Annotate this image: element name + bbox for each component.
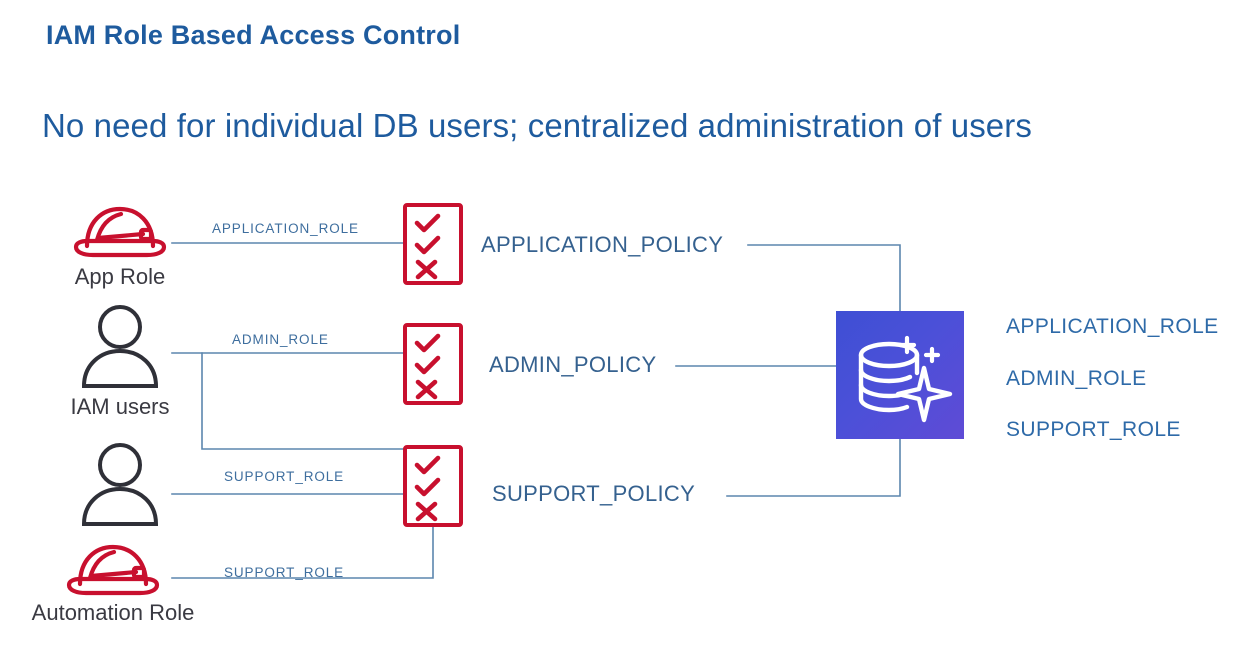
page-title: IAM Role Based Access Control <box>46 20 461 50</box>
actor-label: Automation Role <box>31 600 195 625</box>
granted-role-admin: ADMIN_ROLE <box>1006 367 1147 390</box>
edge-label-support-role-2: SUPPORT_ROLE <box>224 565 345 580</box>
connector-application-policy-to-database <box>747 244 901 312</box>
policy-label-support: SUPPORT_POLICY <box>492 481 696 506</box>
connector-iam-users-branch-to-support-policy <box>201 352 404 450</box>
sparkle-small-icon <box>923 346 941 364</box>
actor-app-role[interactable]: App Role <box>35 200 205 290</box>
actor-label: IAM users <box>70 394 170 419</box>
checklist-marks-icon <box>414 455 441 522</box>
sparkle-large-icon <box>895 365 953 423</box>
checklist-marks-icon <box>414 213 441 280</box>
check-icon <box>414 477 441 497</box>
check-icon <box>414 355 441 375</box>
check-icon <box>414 455 441 475</box>
person-icon <box>81 443 159 526</box>
granted-role-application: APPLICATION_ROLE <box>1006 315 1219 338</box>
actor-support-user[interactable] <box>35 440 205 528</box>
hard-hat-icon <box>66 544 160 596</box>
person-icon <box>81 305 159 388</box>
cross-icon <box>415 379 438 400</box>
policy-label-application: APPLICATION_POLICY <box>481 232 724 257</box>
policy-checklist-support[interactable] <box>403 445 463 527</box>
database-node[interactable] <box>836 311 964 439</box>
sparkle-small-icon <box>897 335 917 355</box>
policy-checklist-application[interactable] <box>403 203 463 285</box>
check-icon <box>414 235 441 255</box>
checklist-marks-icon <box>414 333 441 400</box>
edge-label-support-role-1: SUPPORT_ROLE <box>224 469 345 484</box>
page-subtitle: No need for individual DB users; central… <box>42 107 1032 144</box>
hard-hat-icon <box>73 206 167 258</box>
actor-automation-role[interactable]: Automation Role <box>28 538 198 626</box>
cross-icon <box>415 259 438 280</box>
database-sparkle-icon <box>858 335 953 423</box>
edge-label-admin-role: ADMIN_ROLE <box>232 332 329 347</box>
check-icon <box>414 333 441 353</box>
edge-label-application-role: APPLICATION_ROLE <box>212 221 359 236</box>
connector-support-policy-to-database <box>726 438 901 497</box>
granted-role-support: SUPPORT_ROLE <box>1006 418 1181 441</box>
policy-label-admin: ADMIN_POLICY <box>489 352 657 377</box>
actor-label: App Role <box>74 264 166 289</box>
check-icon <box>414 213 441 233</box>
cross-icon <box>415 501 438 522</box>
actor-iam-users[interactable]: IAM users <box>35 302 205 420</box>
policy-checklist-admin[interactable] <box>403 323 463 405</box>
